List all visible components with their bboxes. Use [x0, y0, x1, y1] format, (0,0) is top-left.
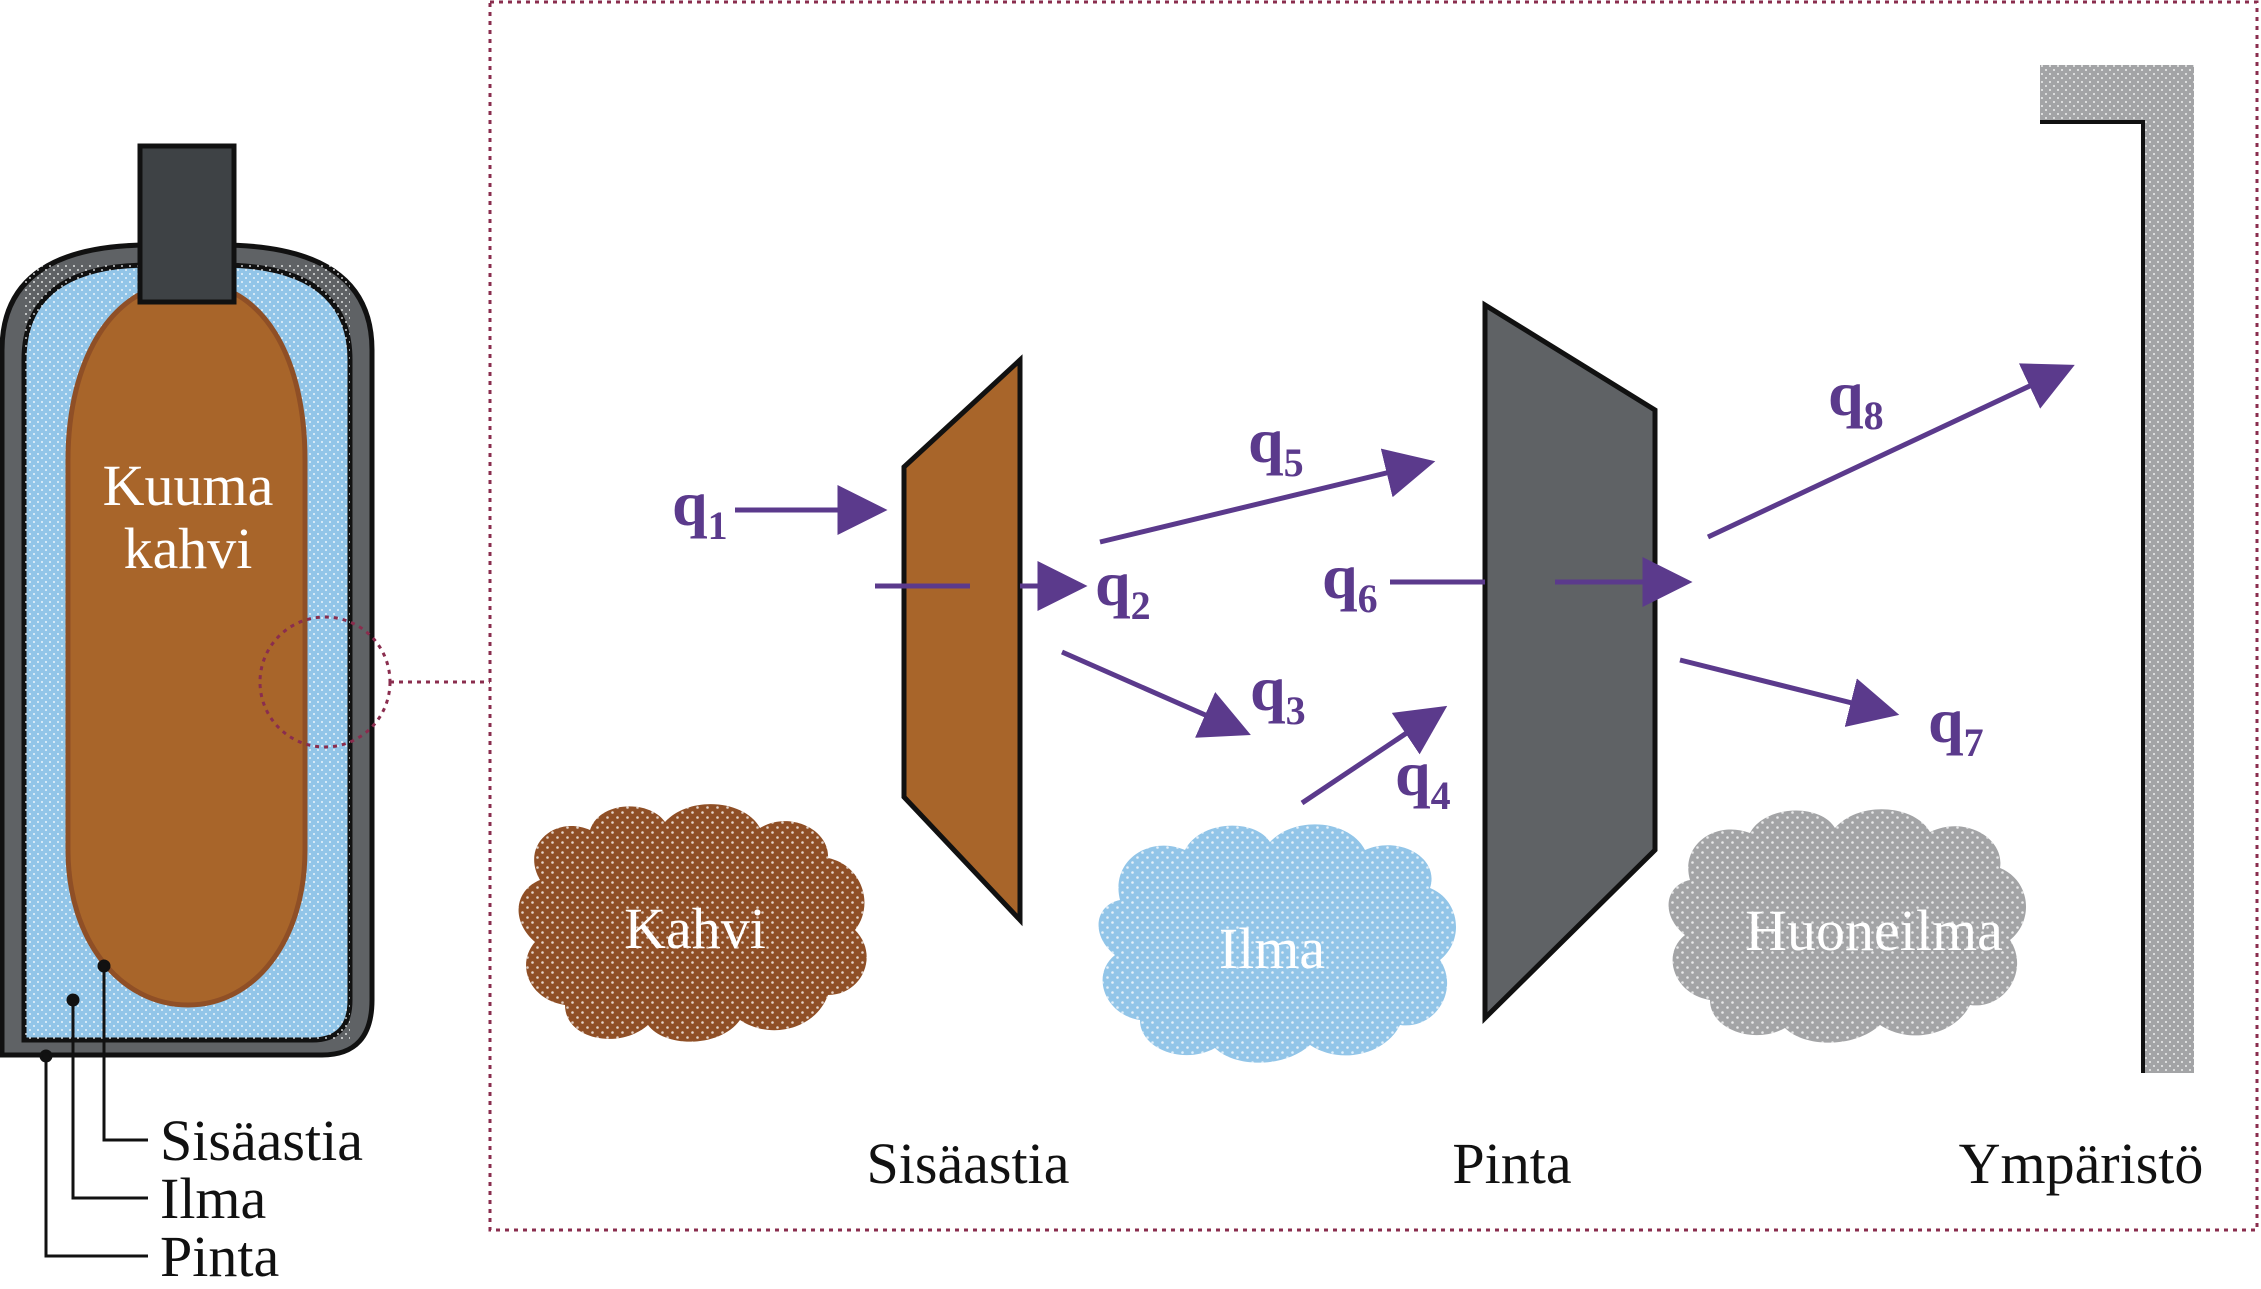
- label-q6: q6: [1322, 541, 1378, 621]
- flask-cap: [137, 143, 237, 305]
- arrow-q5: [1099, 448, 1436, 545]
- label-environment: Ympäristö: [1959, 1131, 2204, 1196]
- heat-flow-labels: q1 q2 q3 q4 q5 q6 q7 q8: [672, 358, 1984, 818]
- thermos-flask: Kuuma kahvi Sisäastia Ilma Pinta: [0, 143, 490, 1289]
- room-air-cloud-label: Huoneilma: [1745, 898, 2003, 963]
- label-q3: q3: [1250, 653, 1306, 733]
- inner-vessel-slab: [901, 354, 1023, 927]
- label-q4: q4: [1395, 738, 1451, 818]
- legend-air: Ilma: [160, 1166, 266, 1231]
- flask-legend-lines: [39, 959, 148, 1258]
- environment-wall-dots: [2040, 65, 2194, 1073]
- arrow-q8: [1706, 363, 2075, 540]
- arrow-q4: [1300, 705, 1448, 806]
- label-q1: q1: [672, 468, 728, 548]
- legend-surface: Pinta: [160, 1224, 279, 1289]
- heat-flow-arrows: [735, 363, 2075, 806]
- room-air-cloud: Huoneilma: [1668, 809, 2027, 1043]
- arrow-q7: [1679, 657, 1900, 727]
- surface-slab: [1482, 300, 1658, 1024]
- label-q2: q2: [1095, 548, 1151, 628]
- hot-coffee-label-line1: Kuuma: [103, 453, 274, 518]
- label-q5: q5: [1248, 405, 1304, 485]
- legend-inner-vessel: Sisäastia: [160, 1108, 363, 1173]
- label-surface: Pinta: [1452, 1131, 1571, 1196]
- zoom-frame: [488, 0, 2259, 1232]
- label-inner-vessel: Sisäastia: [867, 1131, 1070, 1196]
- air-cloud-label: Ilma: [1219, 916, 1325, 981]
- coffee-cloud-label: Kahvi: [624, 896, 766, 961]
- label-q7: q7: [1928, 685, 1984, 765]
- coffee-cloud: Kahvi: [518, 804, 867, 1042]
- environment-wall-edge: [2040, 120, 2145, 1073]
- label-q8: q8: [1828, 358, 1884, 438]
- hot-coffee-label-line2: kahvi: [124, 516, 253, 581]
- air-cloud: Ilma: [1098, 824, 1457, 1063]
- arrow-q3: [1060, 649, 1251, 738]
- flask-coffee-body: [65, 279, 308, 1008]
